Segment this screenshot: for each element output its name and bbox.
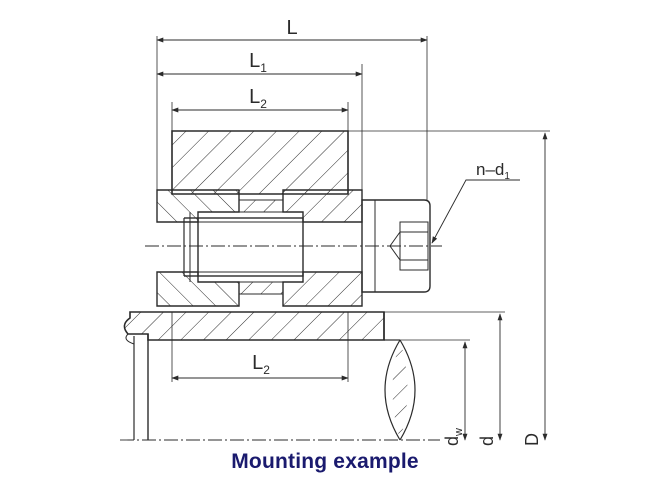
dim-label-n-d1: n–d1: [476, 160, 510, 182]
dimension-lines: [156, 37, 548, 441]
threaded-bore: [183, 212, 304, 282]
extension-lines: [156, 36, 550, 382]
dim-label-L2-bottom: L2: [252, 352, 270, 377]
figure-caption: Mounting example: [231, 450, 419, 473]
dim-label-d: d: [477, 436, 497, 446]
outer-hub-section: [171, 130, 349, 195]
dim-label-L2-top: L2: [249, 86, 267, 111]
dimension-labels: L L1 L2 L2 n–d1 dw d D: [249, 17, 542, 446]
centerlines: [120, 245, 442, 441]
drawing-lines: [120, 36, 550, 441]
n-d1-leader: [431, 179, 520, 244]
shaft-break: [383, 312, 416, 441]
dim-label-L1: L1: [249, 50, 267, 75]
dim-label-dw: dw: [442, 428, 465, 446]
dim-label-D: D: [522, 433, 542, 446]
tapered-ring-upper: [156, 189, 363, 223]
tapered-ring-lower: [156, 271, 363, 307]
dim-label-L: L: [286, 17, 297, 39]
shaft-section: [123, 311, 385, 440]
